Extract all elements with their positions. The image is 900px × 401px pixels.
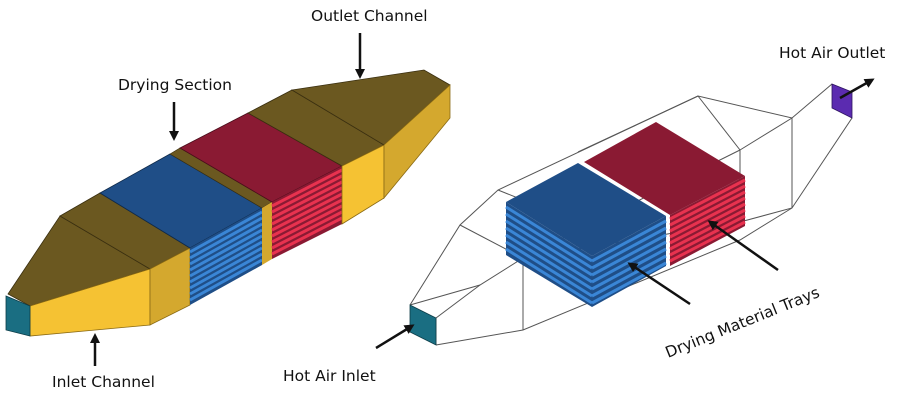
label-drying-section: Drying Section bbox=[118, 76, 232, 94]
hot-air-outlet-port bbox=[831, 83, 853, 119]
label-outlet-channel: Outlet Channel bbox=[311, 7, 428, 25]
outlet-channel-side bbox=[383, 84, 451, 200]
solid-dryer-model bbox=[5, 69, 451, 337]
hot-air-inlet-port bbox=[409, 304, 437, 346]
tray-gap-side bbox=[262, 202, 272, 265]
outlet-channel bbox=[290, 69, 451, 200]
arrow-trays-red bbox=[707, 220, 779, 272]
label-inlet-channel: Inlet Channel bbox=[52, 373, 155, 391]
arrow-trays-blue bbox=[627, 262, 691, 306]
arrow-hot-air-outlet bbox=[839, 78, 875, 100]
red-tray-stack-right bbox=[584, 122, 746, 266]
label-hot-air-outlet: Hot Air Outlet bbox=[779, 44, 885, 62]
arrow-hot-air-inlet bbox=[375, 324, 415, 350]
label-hot-air-inlet: Hot Air Inlet bbox=[283, 367, 376, 385]
label-drying-material-trays: Drying Material Trays bbox=[663, 283, 822, 361]
inlet-port bbox=[5, 295, 31, 337]
blue-tray-stack-left bbox=[189, 208, 263, 305]
inlet-channel bbox=[5, 215, 151, 337]
red-tray-stack-left bbox=[271, 166, 343, 259]
